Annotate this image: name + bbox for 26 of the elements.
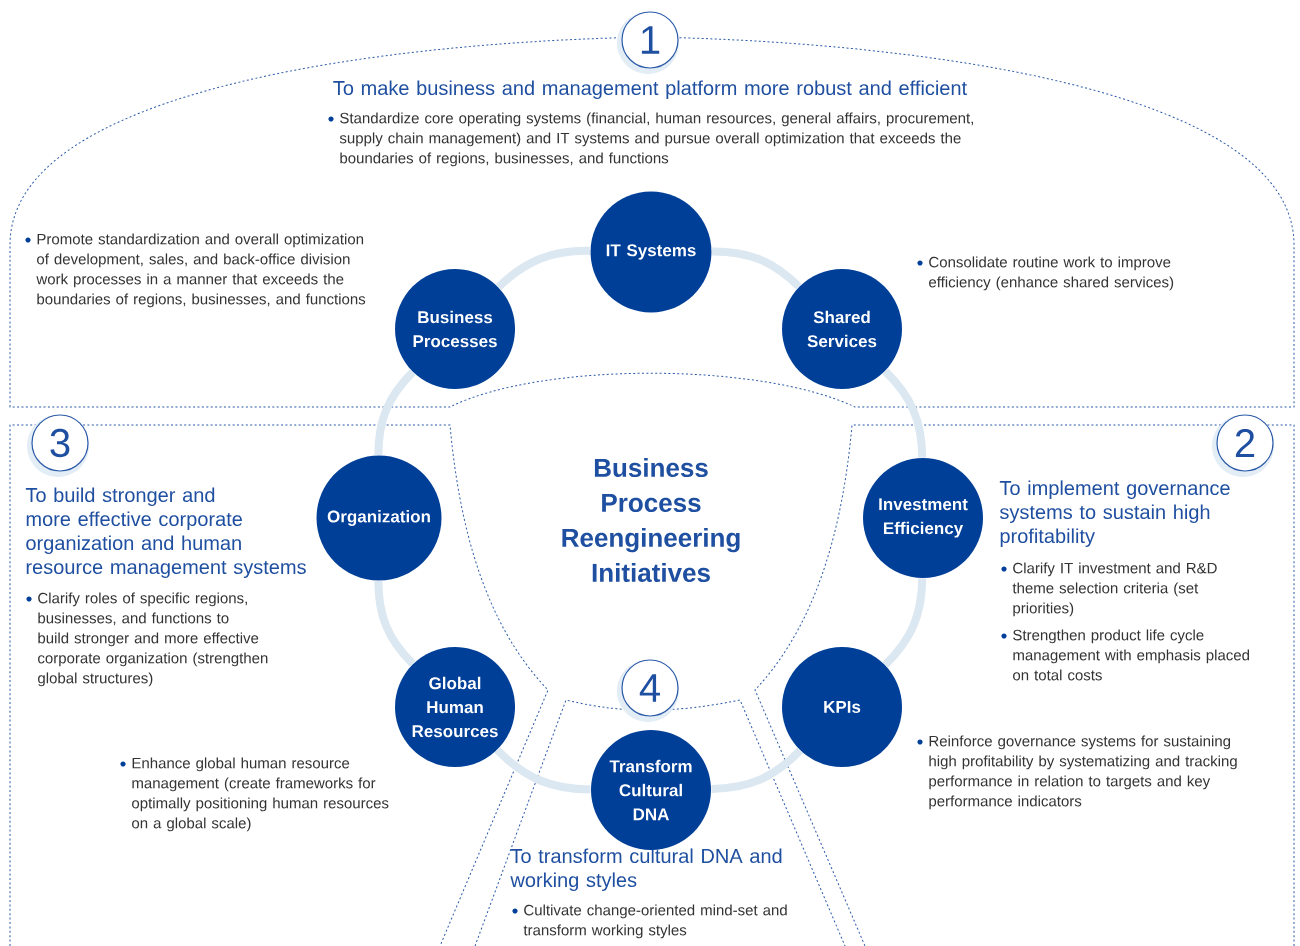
number-badge: 3 [27, 414, 89, 477]
bullet-text: Enhance global human resource management (create frameworks for optimally positioning human resources on a global scale) [132, 757, 389, 832]
bullet-text: Cultivate change-oriented mind-set and transform working styles [523, 904, 787, 939]
number-badge: 4 [617, 659, 679, 722]
region-heading: To build stronger and more effective corporate organization and human resource management systems [25, 487, 306, 579]
region-heading: To implement governance systems to sustain high profitability [999, 480, 1230, 548]
ring-segment [711, 747, 803, 793]
center-title: Business Process Reengineering Initiatives [562, 457, 740, 583]
region-heading: To make business and management platform more robust and efficient [333, 80, 967, 100]
number-badge: 1 [617, 11, 679, 74]
bullet-text: Standardize core operating systems (financial, human resources, general affairs, procurement, supply chain management) and IT systems and pursue overall optimization that exceeds the boundaries of regions, businesses, and functions [339, 112, 973, 167]
ring-segment [374, 580, 416, 667]
ring-segment [882, 578, 927, 668]
bullet-text: Promote standardization and overall optimization of development, sales, and back-office division work processes in a manner that exceeds the boundaries of regions, businesses, and functions [36, 233, 366, 308]
bullet-text: Clarify IT investment and R&D theme selection criteria (set priorities) [1012, 562, 1217, 617]
ring-segment [495, 246, 591, 290]
bullet-text: Clarify roles of specific regions, businesses, and functions to build stronger and more effective corporate organization (strengthen global structures) [38, 592, 268, 687]
bullet-text: Strengthen product life cycle management with emphasis placed on total costs [1013, 629, 1249, 681]
number-badge: 2 [1212, 414, 1274, 477]
bullet-text: Reinforce governance systems for sustaining high profitability by systematizing and tracking performance in relation to targets and key performance indicators [929, 735, 1237, 810]
ring-segment [374, 369, 416, 456]
ring-segment [882, 368, 927, 458]
ring-segment [494, 747, 591, 794]
bullet-text: Consolidate routine work to improve efficiency (enhance shared services) [929, 256, 1174, 291]
ring-segment [711, 247, 802, 290]
region-heading: To transform cultural DNA and working styles [510, 848, 782, 892]
